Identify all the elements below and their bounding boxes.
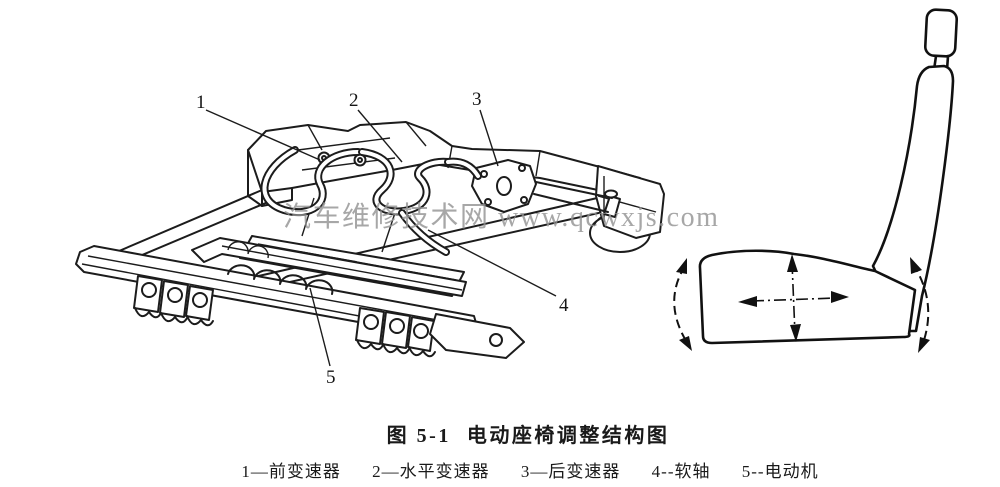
roller-train [227,264,334,295]
figure-title: 电动座椅调整结构图 [466,425,670,447]
legend-item-3: 3—后变速器 [521,457,621,482]
legend-item-4: 4--软轴 [652,457,711,482]
legend-label: 软轴 [674,462,711,481]
legend-item-5: 5--电动机 [742,457,819,482]
seat-cushion [698,249,917,345]
rail-clamps-left [133,275,214,327]
seat-side-view [673,8,959,353]
legend-label: 前变速器 [268,462,341,481]
legend-num: 5 [741,462,752,481]
rail-right-end [589,165,665,253]
legend-num: 1 [241,462,251,481]
figure-number: 图 5-1 [386,425,451,447]
callout-1: 1 [196,92,206,113]
flexible-shafts [260,146,482,256]
seat-headrest [923,8,959,58]
legend-label: 水平变速器 [399,462,490,481]
tilt-arrow-left [673,258,692,351]
legend-num: 2 [372,462,382,481]
upper-slider-bar [191,237,467,297]
legend-label: 电动机 [764,462,819,481]
callout-4: 4 [559,295,569,316]
recline-arrow-right [910,257,930,353]
legend-item-2: 2—水平变速器 [372,457,490,482]
rail-end-plate [429,313,525,359]
vertical-adjust-arrow [787,254,801,342]
watermark-text: 汽车维修技术网 www.qcwxjs.com [283,202,720,233]
callout-leaders [205,109,557,367]
callout-3: 3 [472,89,482,110]
legend-dash: -- [661,462,675,481]
callout-5: 5 [326,367,336,388]
rail-clamps-right [355,307,436,358]
legend-num: 3 [520,462,531,481]
legend-dash: — [530,462,549,481]
horizontal-adjust-arrow [738,291,849,307]
legend-num: 4 [651,462,662,481]
figure-legend: 1—前变速器 2—水平变速器 3—后变速器 4--软轴 5--电动机 [30,457,1000,482]
figure-caption: 图 5-1 电动座椅调整结构图 [28,419,1000,448]
seat-adjuster-line-drawing: 1 2 3 4 5 [75,8,959,388]
legend-label: 后变速器 [548,462,621,481]
legend-dash: — [381,462,400,481]
callout-2: 2 [349,90,359,111]
adjuster-mechanism: 1 2 3 4 5 [75,89,665,388]
legend-item-1: 1—前变速器 [241,457,341,482]
rear-gearbox [471,159,613,213]
legend-dash: -- [751,462,765,481]
legend-dash: — [250,462,269,481]
